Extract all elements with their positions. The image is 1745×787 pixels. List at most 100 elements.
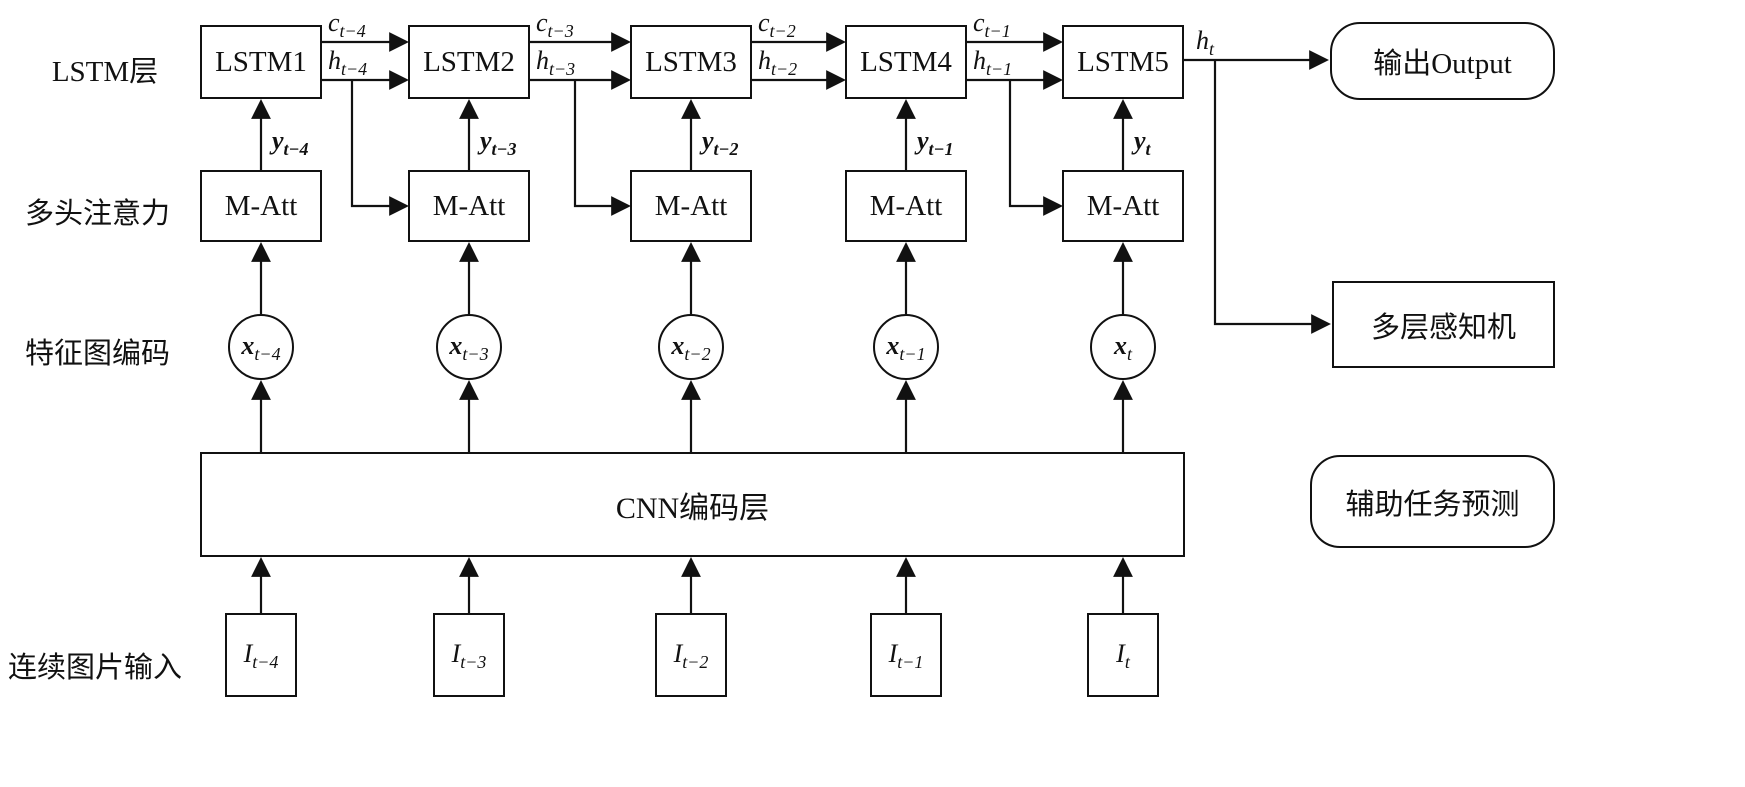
matt2-box: M-Att <box>408 170 530 242</box>
lstm3-box: LSTM3 <box>630 25 752 99</box>
x2-sub: t−3 <box>462 344 489 365</box>
x3-main: x <box>671 330 685 360</box>
x1-main: x <box>241 330 255 360</box>
input-node-1: It−4 <box>225 613 297 697</box>
c2-sub: t−3 <box>547 21 574 42</box>
i2-label: It−3 <box>452 639 487 671</box>
lstm5-box: LSTM5 <box>1062 25 1184 99</box>
x4-sub: t−1 <box>899 344 926 365</box>
arrow-h-branch-att5 <box>1008 80 1063 216</box>
c1-main: c <box>328 8 340 37</box>
y2-main: y <box>480 126 492 155</box>
y3-sub: t−2 <box>713 139 739 160</box>
i3-label: It−2 <box>674 639 709 671</box>
feature-node-5: xt <box>1090 314 1156 380</box>
feature-node-3: xt−2 <box>658 314 724 380</box>
h4-main: h <box>973 46 986 75</box>
arrow-ht-mlp <box>1213 60 1331 334</box>
matt3-box: M-Att <box>630 170 752 242</box>
lstm4-box: LSTM4 <box>845 25 967 99</box>
h1-main: h <box>328 46 341 75</box>
c-label-4: ct−1 <box>973 10 1011 42</box>
arrow-h-branch-att2 <box>350 80 409 216</box>
y4-sub: t−1 <box>928 139 954 160</box>
i3-sub: t−2 <box>682 652 709 673</box>
i4-sub: t−1 <box>897 652 924 673</box>
feature-node-1: xt−4 <box>228 314 294 380</box>
y5-main: y <box>1134 126 1146 155</box>
x5-main: x <box>1113 330 1127 360</box>
row-label-lstm: LSTM层 <box>51 56 159 88</box>
x1-label: xt−4 <box>241 331 280 363</box>
i2-sub: t−3 <box>460 652 487 673</box>
row-label-attention: 多头注意力 <box>24 198 170 230</box>
input-node-3: It−2 <box>655 613 727 697</box>
i5-main: I <box>1116 638 1125 668</box>
i5-sub: t <box>1124 652 1130 673</box>
cnn-encoder-box: CNN编码层 <box>200 452 1185 557</box>
y1-main: y <box>272 126 284 155</box>
input-node-5: It <box>1087 613 1159 697</box>
y-label-5: yt <box>1134 126 1151 160</box>
h-label-2: ht−3 <box>536 46 576 80</box>
c-label-3: ct−2 <box>758 10 796 42</box>
feature-node-2: xt−3 <box>436 314 502 380</box>
h-label-4: ht−1 <box>973 46 1013 80</box>
x3-sub: t−2 <box>684 344 711 365</box>
matt1-box: M-Att <box>200 170 322 242</box>
h-label-1: ht−4 <box>328 46 367 79</box>
i4-main: I <box>888 638 898 668</box>
h4-sub: t−1 <box>986 59 1013 80</box>
i2-main: I <box>451 638 461 668</box>
h2-sub: t−3 <box>549 59 576 80</box>
y-label-1: yt−4 <box>272 126 309 160</box>
i4-label: It−1 <box>889 639 924 671</box>
y-label-4: yt−1 <box>917 126 954 160</box>
x4-main: x <box>886 330 900 360</box>
i1-sub: t−4 <box>252 652 279 673</box>
y-label-2: yt−3 <box>480 126 517 160</box>
c2-main: c <box>536 8 548 37</box>
y5-sub: t <box>1145 139 1151 160</box>
x2-label: xt−3 <box>449 331 488 363</box>
lstm1-box: LSTM1 <box>200 25 322 99</box>
c-label-2: ct−3 <box>536 8 574 42</box>
y2-sub: t−3 <box>491 139 517 160</box>
y3-main: y <box>702 126 714 155</box>
ht-label: ht <box>1196 26 1215 60</box>
y4-main: y <box>917 126 929 155</box>
c3-sub: t−2 <box>769 21 796 42</box>
i1-label: It−4 <box>244 639 279 671</box>
matt4-box: M-Att <box>845 170 967 242</box>
arrow-h-branch-att3 <box>573 80 631 216</box>
ht-sub: t <box>1209 39 1215 60</box>
input-node-2: It−3 <box>433 613 505 697</box>
y1-sub: t−4 <box>283 139 309 160</box>
row-label-feature: 特征图编码 <box>24 338 170 370</box>
h-label-3: ht−2 <box>758 46 798 80</box>
aux-task-box: 辅助任务预测 <box>1310 455 1555 548</box>
row-label-input: 连续图片输入 <box>7 652 182 684</box>
c-label-1: ct−4 <box>328 8 366 42</box>
i1-main: I <box>243 638 253 668</box>
x4-label: xt−1 <box>886 331 925 363</box>
mlp-box: 多层感知机 <box>1332 281 1555 368</box>
lstm2-box: LSTM2 <box>408 25 530 99</box>
i3-main: I <box>673 638 683 668</box>
c4-sub: t−1 <box>984 21 1011 42</box>
c1-sub: t−4 <box>339 21 366 42</box>
x1-sub: t−4 <box>254 344 281 365</box>
output-box: 输出Output <box>1330 22 1555 100</box>
x2-main: x <box>449 330 463 360</box>
h3-main: h <box>758 46 771 75</box>
h3-sub: t−2 <box>771 59 798 80</box>
x5-sub: t <box>1126 344 1132 365</box>
ht-main: h <box>1196 26 1209 55</box>
matt5-box: M-Att <box>1062 170 1184 242</box>
input-node-4: It−1 <box>870 613 942 697</box>
h2-main: h <box>536 46 549 75</box>
i5-label: It <box>1116 639 1130 671</box>
y-label-3: yt−2 <box>702 126 739 160</box>
